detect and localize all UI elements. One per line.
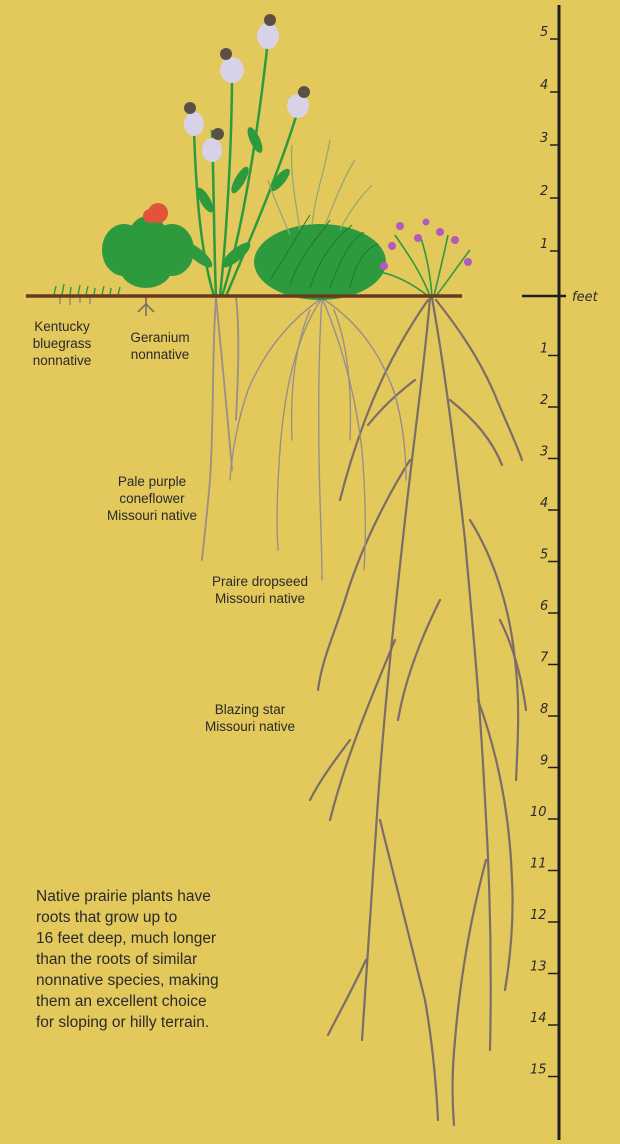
bluegrass-plant <box>54 284 120 295</box>
tick-label-below: 1 <box>540 342 548 357</box>
tick-label-below: 7 <box>540 651 549 666</box>
caption: Native prairie plants have roots that gr… <box>36 886 336 1033</box>
caption-line: than the roots of similar <box>36 949 336 970</box>
tick-label-below: 13 <box>530 960 547 975</box>
dropseed-roots <box>230 298 406 580</box>
tick-label-above: 5 <box>540 25 548 40</box>
label-praire-dropseed: Praire dropseed Missouri native <box>188 573 332 607</box>
plant-origin: nonnative <box>112 346 208 363</box>
tick-label-above: 2 <box>540 184 548 199</box>
blazing-star-plant <box>380 219 472 297</box>
dropseed-plant <box>254 140 386 300</box>
plant-origin: Missouri native <box>180 718 320 735</box>
plant-origin: Missouri native <box>82 507 222 524</box>
plant-origin: Missouri native <box>188 590 332 607</box>
depth-scale: 54321 123456789101112131415 feet <box>522 5 599 1140</box>
geranium-roots <box>138 296 154 316</box>
tick-label-below: 10 <box>530 805 547 820</box>
tick-label-below: 9 <box>540 754 548 769</box>
caption-line: Native prairie plants have <box>36 886 336 907</box>
tick-label-below: 11 <box>530 857 547 872</box>
tick-label-below: 4 <box>540 496 548 511</box>
plant-origin: nonnative <box>16 352 108 369</box>
plant-name-line2: coneflower <box>82 490 222 507</box>
caption-line: roots that grow up to <box>36 907 336 928</box>
tick-label-above: 4 <box>540 78 548 93</box>
tick-label-below: 8 <box>540 702 548 717</box>
plant-name-line2: bluegrass <box>16 335 108 352</box>
caption-line: them an excellent choice <box>36 991 336 1012</box>
tick-label-below: 3 <box>540 445 548 460</box>
tick-label-below: 14 <box>530 1011 547 1026</box>
caption-line: for sloping or hilly terrain. <box>36 1012 336 1033</box>
caption-line: 16 feet deep, much longer <box>36 928 336 949</box>
tick-label-below: 5 <box>540 548 548 563</box>
blazing-star-roots <box>310 298 526 1125</box>
tick-label-below: 15 <box>530 1063 547 1078</box>
label-blazing-star: Blazing star Missouri native <box>180 701 320 735</box>
plant-name: Kentucky <box>16 318 108 335</box>
plant-name: Geranium <box>112 329 208 346</box>
tick-label-above: 3 <box>540 131 548 146</box>
tick-label-below: 12 <box>530 908 547 923</box>
tick-label-below: 2 <box>540 393 548 408</box>
below-ground-ticks: 123456789101112131415 <box>530 342 559 1078</box>
label-geranium: Geranium nonnative <box>112 329 208 363</box>
above-ground-ticks: 5 4 3 2 1 <box>540 25 559 252</box>
plant-name: Blazing star <box>180 701 320 718</box>
label-kentucky-bluegrass: Kentucky bluegrass nonnative <box>16 318 108 369</box>
tick-label-below: 6 <box>540 599 548 614</box>
plant-name: Pale purple <box>82 473 222 490</box>
tick-label-above: 1 <box>540 237 548 252</box>
plant-name: Praire dropseed <box>188 573 332 590</box>
caption-line: nonnative species, making <box>36 970 336 991</box>
geranium-plant <box>102 203 194 288</box>
scale-unit-label: feet <box>572 290 599 305</box>
label-pale-purple-coneflower: Pale purple coneflower Missouri native <box>82 473 222 524</box>
